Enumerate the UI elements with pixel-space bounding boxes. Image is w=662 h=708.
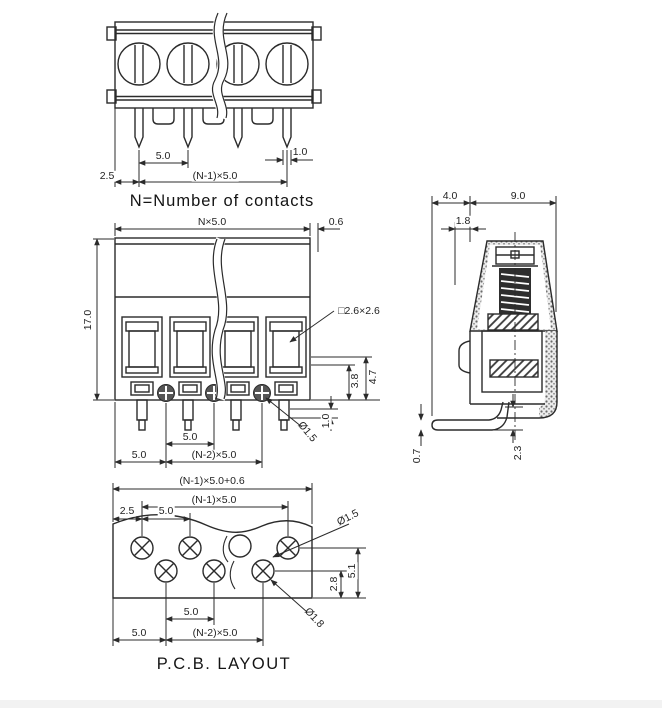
dim-label-pcb-hole-span-bottom: (N-2)×5.0 xyxy=(191,626,239,639)
dim-label-front-leg-step: 1.0 xyxy=(319,412,332,430)
front-view-solder-pins xyxy=(157,384,271,402)
pcb-layout-caption: P.C.B. LAYOUT xyxy=(156,654,292,673)
dim-label-front-overall-width: N×5.0 xyxy=(196,215,228,228)
dim-label-pcb-row-offset-outer: 5.1 xyxy=(345,562,358,580)
dim-label-front-height: 17.0 xyxy=(81,308,94,332)
pcb-layout-linework xyxy=(112,514,313,599)
dim-label-front-depth-outer: 4.7 xyxy=(366,368,379,386)
dim-label-front-pin-pitch: 5.0 xyxy=(181,430,199,443)
top-view-caption: N=Number of contacts xyxy=(129,191,315,210)
dim-label-side-depth-front: 4.0 xyxy=(441,189,459,202)
dim-label-side-screw-offset: 1.8 xyxy=(454,214,472,227)
top-view-break-line xyxy=(211,10,229,120)
dim-label-top-pin-span: (N-1)×5.0 xyxy=(191,169,239,182)
top-view-dimensions xyxy=(114,108,313,187)
pcb-layout-dimensions xyxy=(112,483,366,646)
dim-label-front-first-pin-offset: 5.0 xyxy=(130,448,148,461)
front-view-linework xyxy=(114,237,311,431)
dim-label-front-offset: 0.6 xyxy=(327,215,345,228)
dim-label-side-pin-standoff: 2.3 xyxy=(511,444,524,462)
dim-label-front-wire-opening: □2.6×2.6 xyxy=(337,304,381,317)
dim-label-pcb-edge-offset: 2.5 xyxy=(118,504,136,517)
dim-label-pcb-row-offset-inner: 2.8 xyxy=(327,575,340,593)
dim-label-pcb-first-hole-offset: 5.0 xyxy=(130,626,148,639)
front-view-dimensions xyxy=(93,223,380,468)
dim-label-pcb-hole-span: (N-1)×5.0 xyxy=(190,493,238,506)
dim-label-top-pin-pitch: 5.0 xyxy=(154,149,172,162)
side-view-linework xyxy=(431,240,558,431)
footer-strip xyxy=(0,700,662,708)
dim-label-front-pin-span: (N-2)×5.0 xyxy=(190,448,238,461)
front-view-break-line xyxy=(211,237,228,401)
dim-label-side-pin-thickness: 0.7 xyxy=(410,447,423,465)
dim-label-side-depth-body: 9.0 xyxy=(509,189,527,202)
dim-label-front-depth-inner: 3.8 xyxy=(348,372,361,390)
dim-label-top-edge-offset: 2.5 xyxy=(98,169,116,182)
dim-label-pcb-hole-pitch-bottom: 5.0 xyxy=(182,605,200,618)
dim-label-pcb-hole-pitch-top: 5.0 xyxy=(157,504,175,517)
dim-label-top-pin-width: 1.0 xyxy=(291,145,309,158)
dim-label-pcb-overall-width: (N-1)×5.0+0.6 xyxy=(178,474,246,487)
